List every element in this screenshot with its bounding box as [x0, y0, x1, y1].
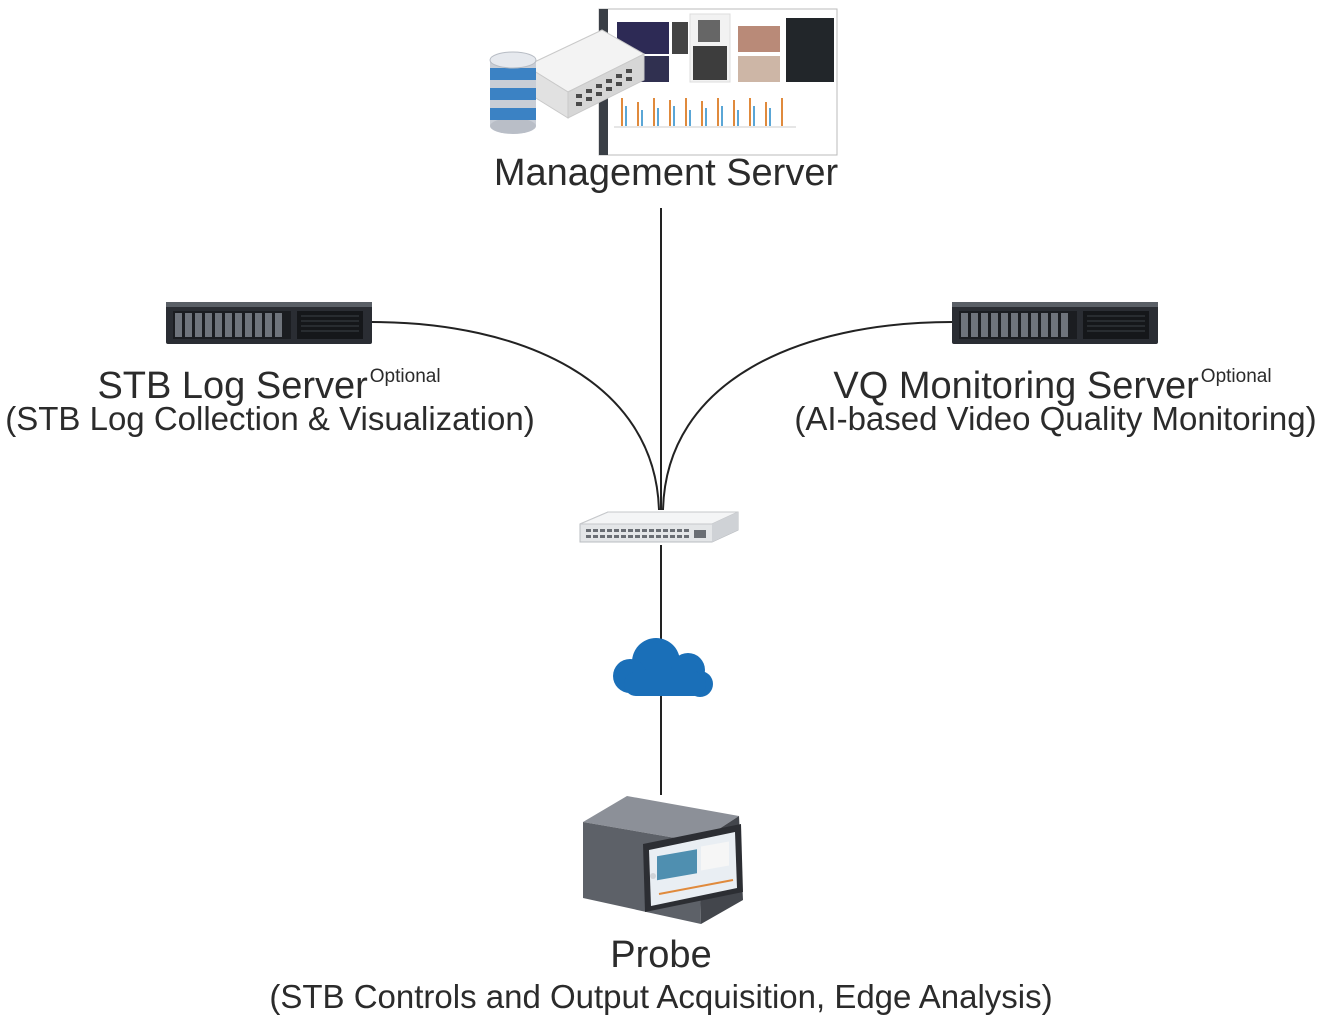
vq-optional-badge: Optional	[1200, 366, 1272, 387]
vq-monitoring-server-name: VQ Monitoring Server	[833, 365, 1199, 407]
network-switch-icon	[579, 511, 739, 543]
rack-server-icon	[166, 302, 372, 344]
link-stb-log-switch	[371, 321, 660, 511]
stb-log-server-image	[165, 298, 373, 348]
stb-log-optional-badge: Optional	[369, 366, 441, 387]
management-server-title: Management Server	[493, 152, 839, 194]
management-server-image	[486, 6, 842, 158]
stb-log-server-name: STB Log Server	[97, 365, 368, 407]
probe-subtitle: (STB Controls and Output Acquisition, Ed…	[269, 978, 1053, 1015]
probe-title: Probe	[610, 934, 712, 976]
probe-device-icon	[583, 796, 743, 924]
probe-device-image	[579, 794, 745, 926]
cloud-icon	[613, 638, 713, 697]
database-icon	[489, 51, 537, 134]
network-appliance-icon	[524, 29, 646, 119]
network-switch-image	[578, 508, 740, 550]
vq-monitoring-server-image	[951, 298, 1159, 348]
stb-log-server-subtitle: (STB Log Collection & Visualization)	[5, 400, 535, 437]
vq-monitoring-server-subtitle: (AI-based Video Quality Monitoring)	[794, 400, 1317, 437]
link-vq-switch	[662, 321, 953, 511]
cloud-image	[608, 636, 714, 700]
rack-server-icon	[952, 302, 1158, 344]
